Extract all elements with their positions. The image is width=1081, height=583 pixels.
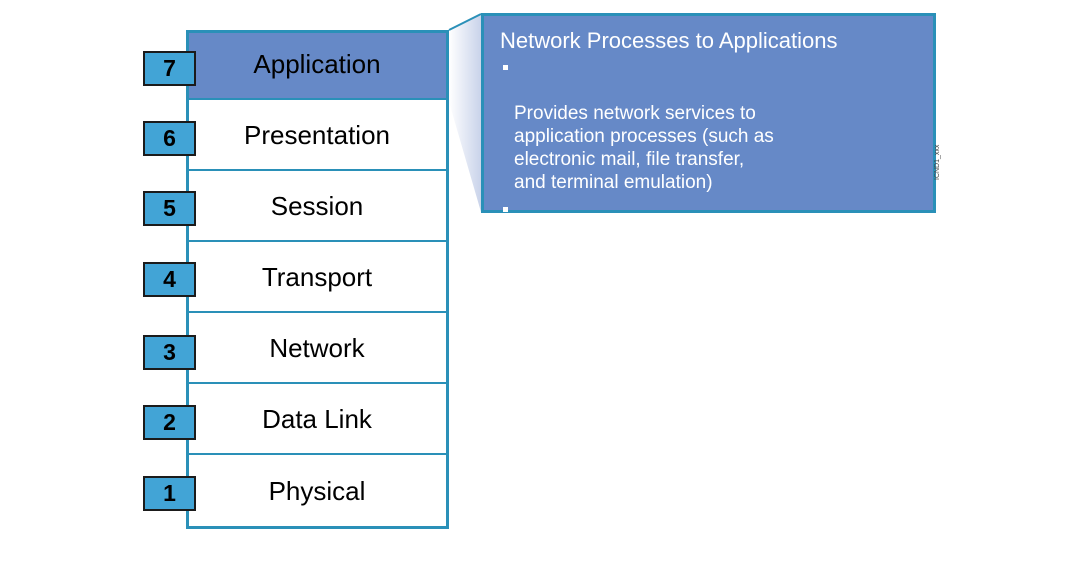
figure-code: ICND1_xxx (934, 144, 941, 180)
layer-transport: Transport (188, 244, 446, 313)
layer-network: Network (188, 315, 446, 384)
callout-bullet: Provides user authentication (500, 198, 834, 267)
bullet-square-icon (503, 207, 508, 212)
layer-session: Session (188, 173, 446, 242)
bullet-square-icon (503, 65, 508, 70)
layer-data-link: Data Link (188, 386, 446, 455)
callout-title: Network Processes to Applications (500, 28, 838, 53)
layer-number-7: 7 (143, 51, 196, 86)
layer-label: Presentation (244, 120, 390, 150)
layer-number-5: 5 (143, 191, 196, 226)
layer-label: Physical (268, 476, 366, 506)
layer-label: Data Link (262, 404, 372, 434)
layer-number-1: 1 (143, 476, 196, 511)
layer-application: Application (188, 31, 446, 100)
layer-number-4: 4 (143, 262, 196, 297)
layer-number-2: 2 (143, 405, 196, 440)
layer-label: Network (269, 333, 365, 363)
layer-presentation: Presentation (188, 102, 446, 171)
layer-physical: Physical (188, 457, 446, 526)
callout-bullet: Provides network services to application… (500, 56, 834, 194)
layer-label: Application (253, 49, 381, 79)
layer-label: Session (270, 191, 364, 221)
layer-number-3: 3 (143, 335, 196, 370)
layer-label: Transport (261, 262, 373, 292)
layer-number-6: 6 (143, 121, 196, 156)
application-callout: Network Processes to Applications Provid… (481, 13, 936, 266)
